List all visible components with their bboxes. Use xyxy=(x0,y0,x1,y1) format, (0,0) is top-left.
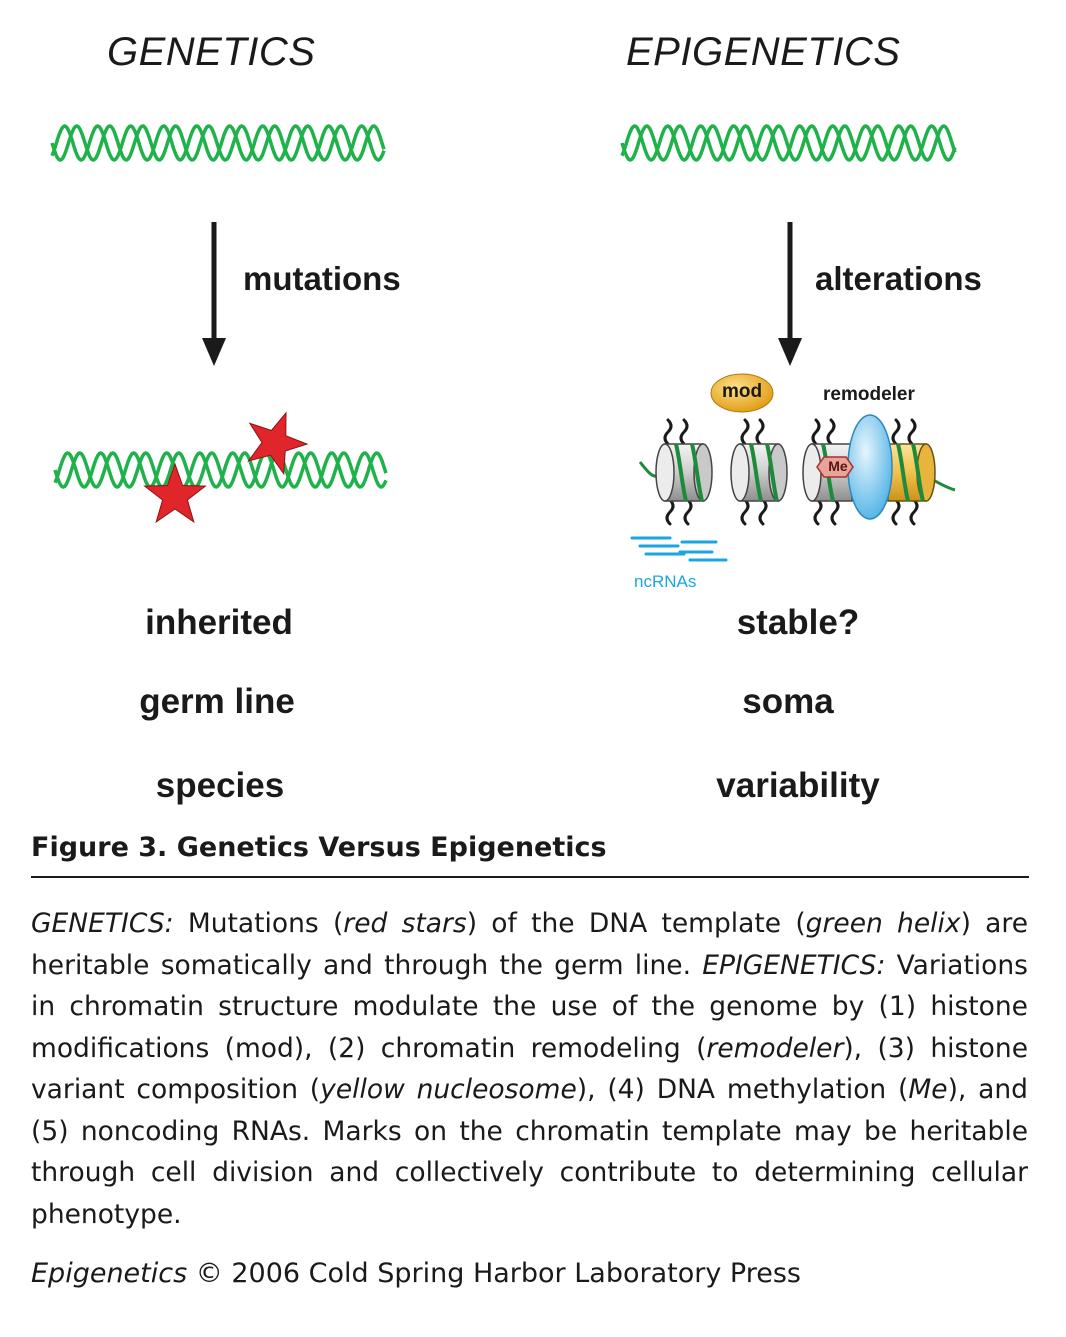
genetics-dna-helix xyxy=(50,124,386,162)
nucleosome xyxy=(655,443,713,502)
epigenetics-trait-3: variability xyxy=(716,766,880,805)
figure-caption: GENETICS: Mutations (red stars) of the D… xyxy=(31,908,1029,1230)
ncrna-label: ncRNAs xyxy=(634,572,697,591)
epigenetics-heading: EPIGENETICS xyxy=(626,30,901,74)
nucleosome xyxy=(730,443,788,502)
genetics-heading: GENETICS xyxy=(107,30,316,74)
title-divider xyxy=(31,876,1029,878)
epigenetics-trait-1: stable? xyxy=(736,603,860,642)
epigenetics-trait-2: soma xyxy=(742,682,834,721)
mutation-star-icon xyxy=(143,462,207,524)
yellow-variant-nucleosome xyxy=(887,443,936,502)
remodeler-label: remodeler xyxy=(823,384,915,405)
me-label: Me xyxy=(828,458,848,474)
genetics-trait-1: inherited xyxy=(145,603,293,642)
diagram-graphics xyxy=(50,124,957,562)
methylation-badge xyxy=(816,456,854,478)
mod-label: mod xyxy=(721,381,763,402)
copyright-credit: Epigenetics © 2006 Cold Spring Harbor La… xyxy=(31,1258,801,1289)
genetics-arrow xyxy=(202,222,226,366)
mutations-label: mutations xyxy=(243,260,401,297)
mutated-dna-helix xyxy=(53,451,388,489)
figure-title: Figure 3. Genetics Versus Epigenetics xyxy=(31,832,607,863)
epigenetics-dna-helix xyxy=(620,124,957,162)
epigenetics-arrow xyxy=(778,222,802,366)
chromatin-fiber xyxy=(630,373,956,562)
mod-blob xyxy=(710,373,774,413)
alterations-label: alterations xyxy=(815,260,982,297)
remodeler-complex xyxy=(847,414,893,520)
genetics-trait-3: species xyxy=(155,766,285,805)
mutation-star-icon xyxy=(247,411,309,476)
genetics-trait-2: germ line xyxy=(139,682,295,721)
ncrna-dashes xyxy=(630,536,728,562)
